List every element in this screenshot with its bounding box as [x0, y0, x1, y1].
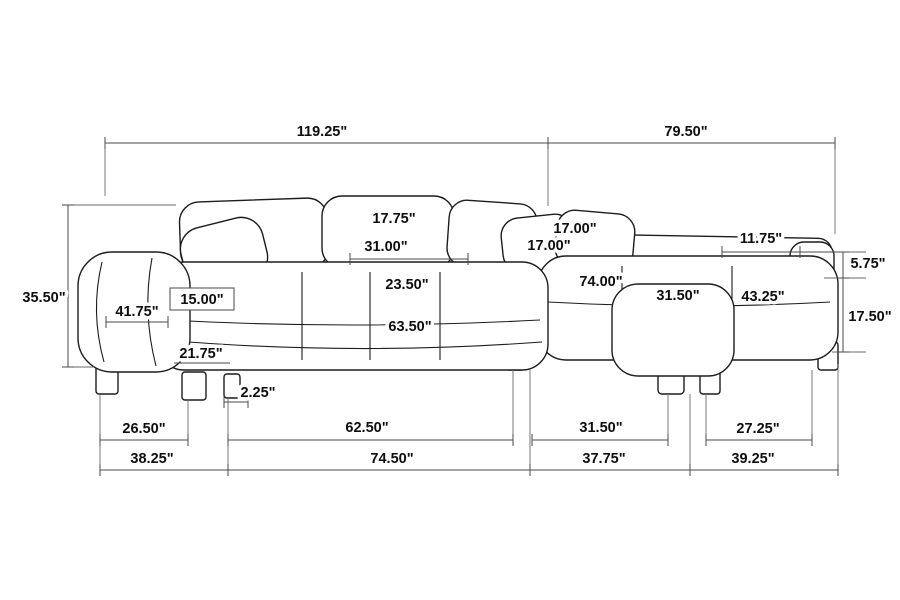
dim-label-chaise-seat: 31.50"	[656, 288, 699, 304]
dim-label-b-31-50: 31.50"	[579, 420, 622, 436]
dimension-lines	[62, 137, 849, 476]
left-arm	[77, 251, 191, 373]
leg-left-3	[223, 373, 241, 399]
dim-label-pillow-a: 17.00"	[553, 221, 596, 237]
dim-label-back-cushion: 17.75"	[372, 211, 415, 227]
dim-label-back-width: 31.00"	[364, 239, 407, 255]
left-arm-seam-2	[147, 257, 157, 367]
seat-seam-4	[167, 319, 541, 326]
dim-label-leg-height: 2.25"	[240, 385, 275, 401]
dim-label-b-39-25: 39.25"	[731, 451, 774, 467]
dim-label-overall-left: 119.25"	[297, 124, 347, 140]
chaise-front-cushion	[611, 283, 735, 377]
seat-front-edge	[163, 339, 543, 350]
leg-left-2	[181, 371, 207, 401]
dim-label-pillow-b: 17.00"	[527, 238, 570, 254]
dim-label-chaise-length: 74.00"	[579, 274, 622, 290]
dim-label-seat-width: 63.50"	[388, 319, 431, 335]
dimension-labels: 119.25" 79.50" 35.50" 41.75" 15.00" 17.7…	[19, 121, 895, 471]
dim-label-arm-front: 41.75"	[115, 304, 158, 320]
left-arm-seam-1	[95, 261, 105, 363]
dim-label-seat-depth: 23.50"	[385, 277, 428, 293]
dim-label-chaise-width: 43.25"	[741, 289, 784, 305]
dim-label-overall-right: 79.50"	[664, 124, 707, 140]
dim-label-arm-drop: 5.75"	[850, 256, 885, 272]
dim-label-height-left: 35.50"	[22, 290, 65, 306]
dim-label-chaise-height: 17.50"	[848, 309, 891, 325]
dim-label-b-74-50: 74.50"	[370, 451, 413, 467]
dim-label-b-38-25: 38.25"	[130, 451, 173, 467]
dim-label-arm-top: 11.75"	[740, 231, 782, 247]
dim-label-arm-inner: 21.75"	[179, 346, 222, 362]
dim-label-b-27-25: 27.25"	[736, 421, 779, 437]
dim-label-b-62-50: 62.50"	[345, 420, 388, 436]
dim-label-b-26-50: 26.50"	[122, 421, 165, 437]
dim-label-b-37-75: 37.75"	[582, 451, 625, 467]
back-cushion-middle	[321, 195, 455, 269]
dim-label-seat-box: 15.00"	[180, 292, 223, 308]
sofa-drawing	[77, 195, 839, 401]
